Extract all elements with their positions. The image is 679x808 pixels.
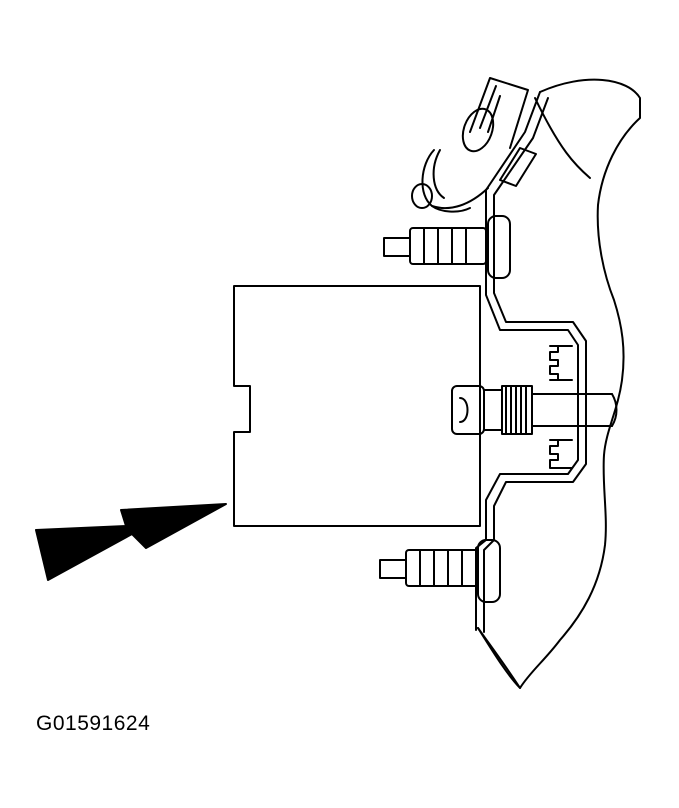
figure-id-label: G01591624	[36, 712, 151, 735]
bracket-upper-edge	[499, 147, 537, 187]
bracket-upper-inner	[493, 97, 549, 223]
module-box	[233, 285, 481, 527]
housing-outline	[477, 78, 641, 689]
housing-lower-edge	[477, 627, 521, 689]
lower-stud	[379, 539, 501, 603]
gear-teeth	[549, 345, 573, 469]
arrow-icon	[35, 503, 227, 581]
bulb-assembly	[411, 77, 529, 213]
mounting-plate-inner	[483, 221, 587, 633]
upper-stud	[383, 215, 511, 279]
center-shaft	[451, 385, 618, 435]
mounting-plate	[475, 221, 579, 631]
bracket-upper	[485, 91, 541, 223]
